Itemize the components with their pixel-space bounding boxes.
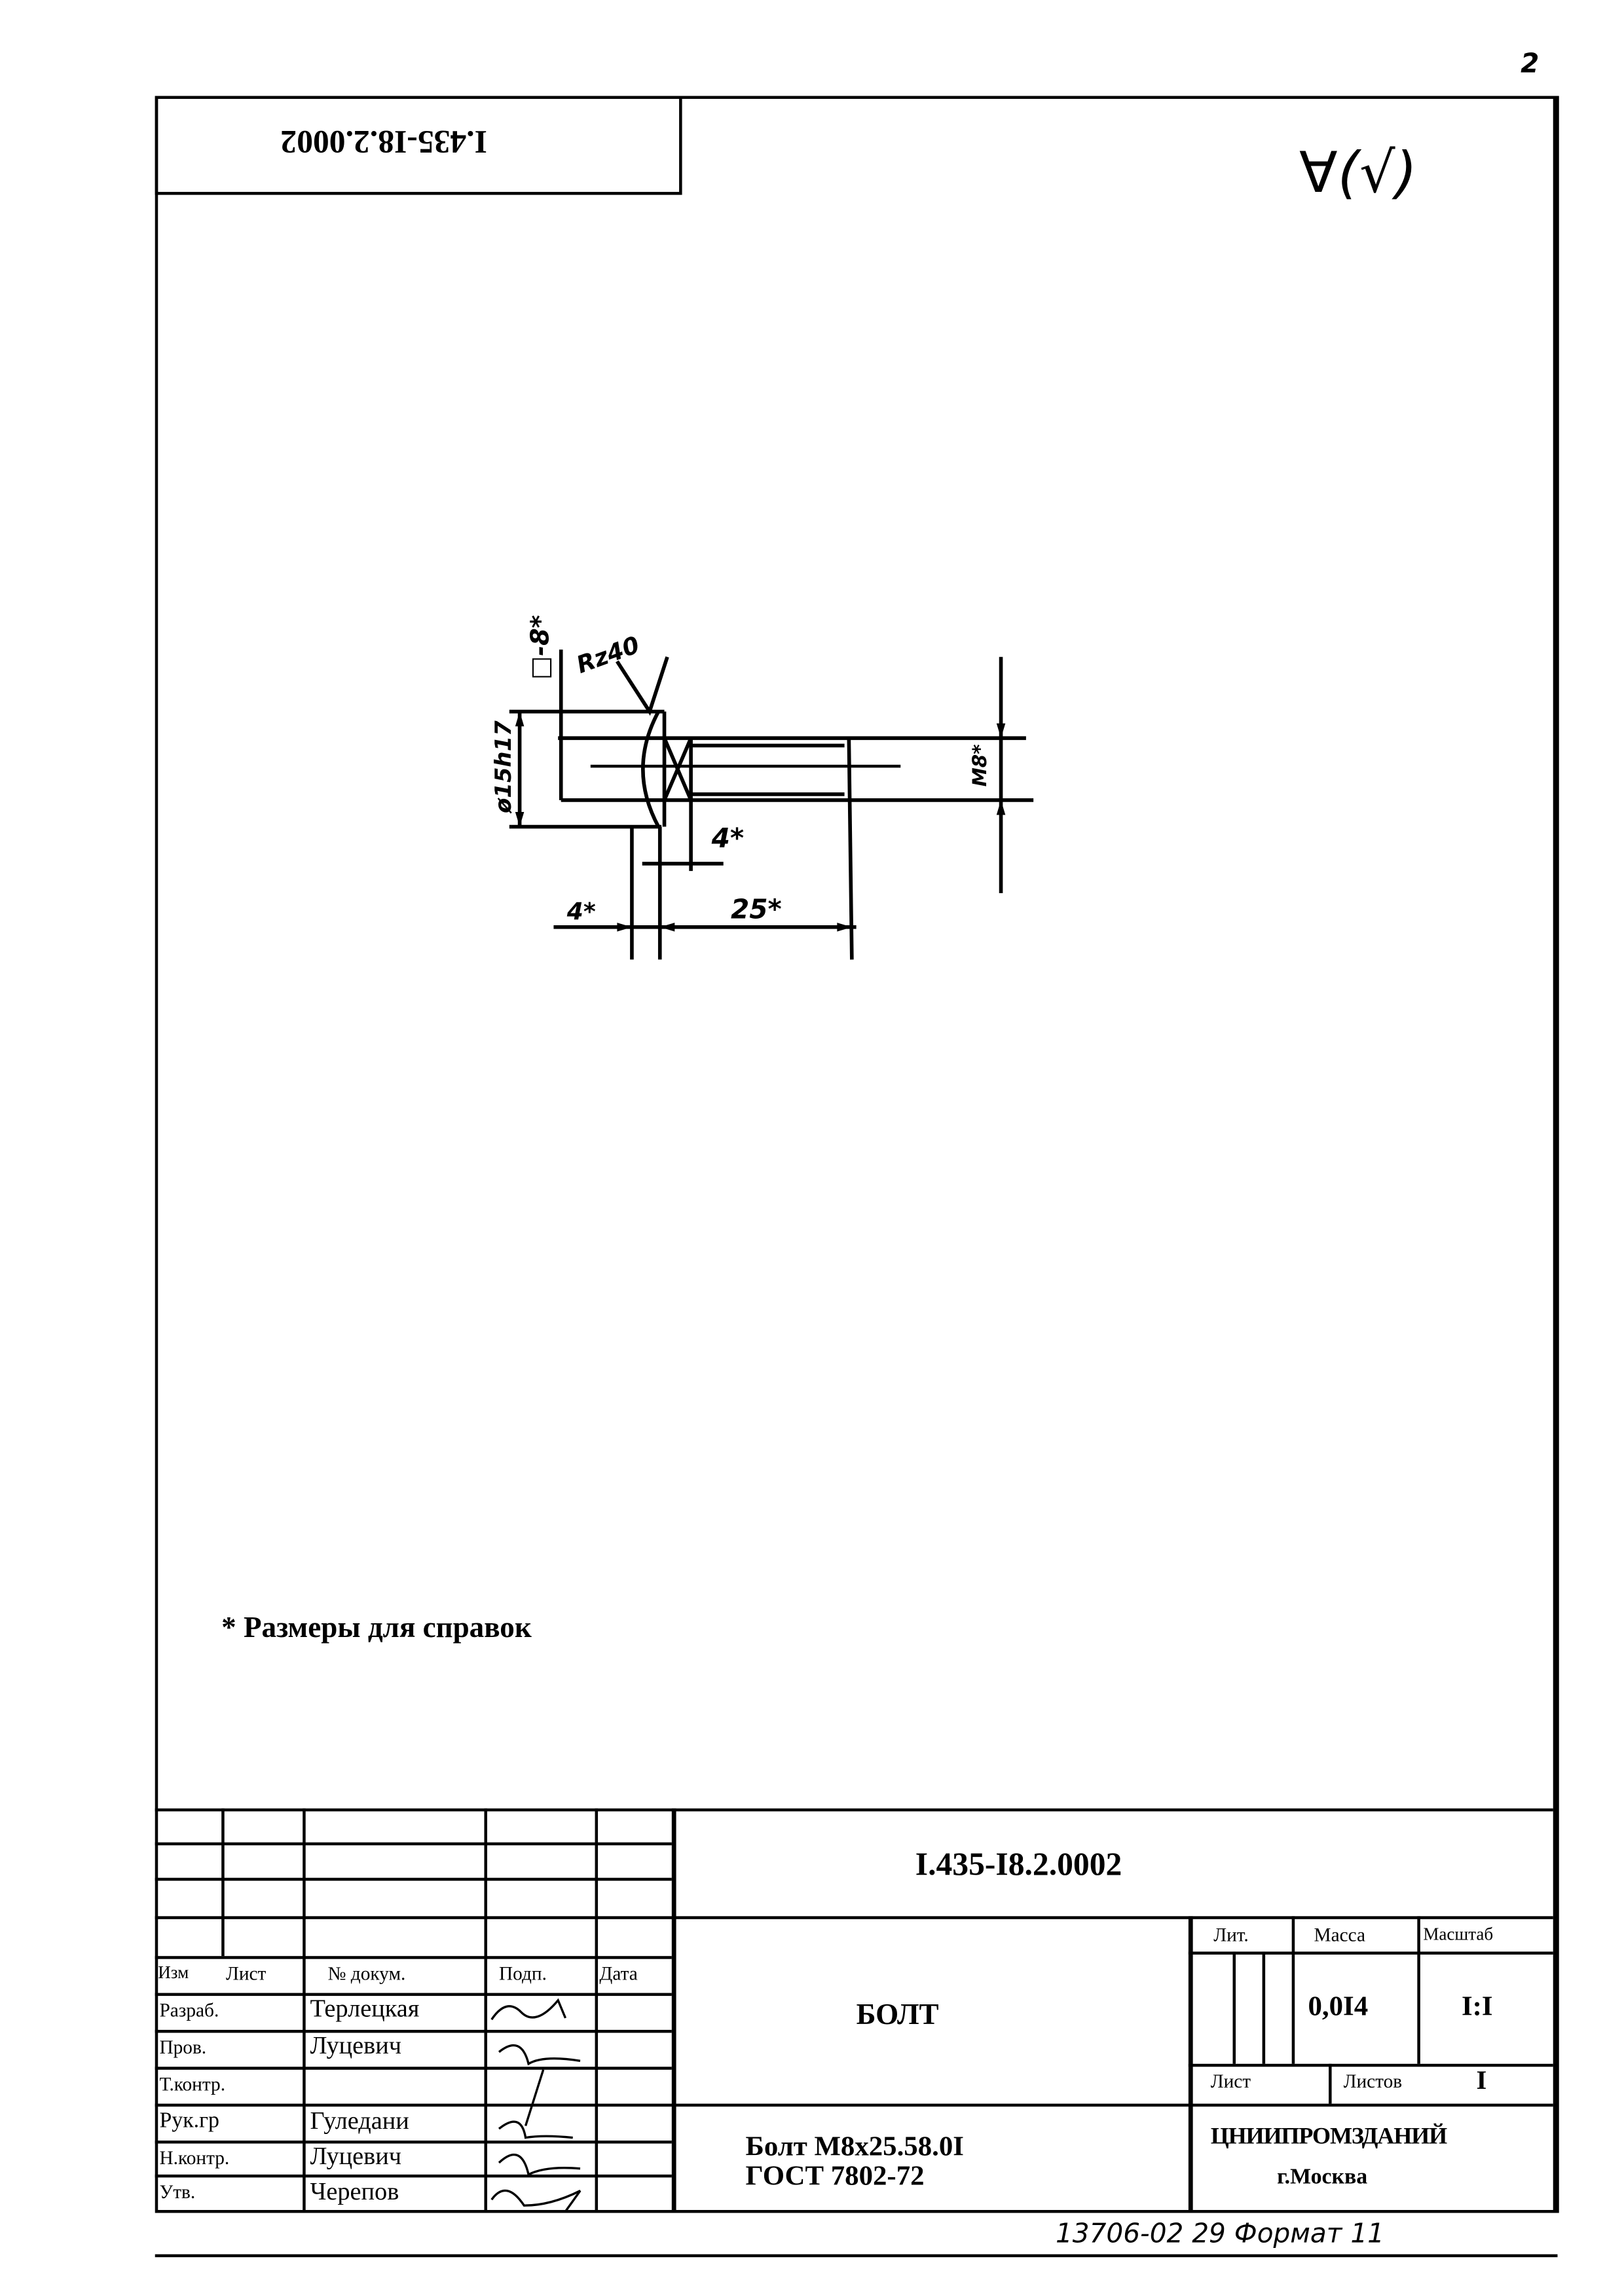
header-doc-no: № докум. — [327, 1962, 406, 1985]
signature-group-lead — [498, 2120, 573, 2139]
role-checker: Пров. — [159, 2035, 207, 2058]
signature-developer — [490, 1998, 567, 2021]
tb-line — [155, 2141, 672, 2143]
arrow — [659, 923, 675, 932]
tb-line — [1329, 2063, 1332, 2104]
lit-label: Лит. — [1213, 1923, 1249, 1946]
dim-length: 25* — [730, 894, 782, 926]
tb-line — [155, 1993, 672, 1995]
arrow — [515, 711, 525, 727]
page-number: 2 — [1521, 48, 1540, 80]
dim-head-square: □-8* — [526, 615, 556, 680]
tb-line — [155, 1956, 672, 1959]
scale-value: I:I — [1461, 1991, 1493, 2023]
name-norm-control: Луцевич — [310, 2142, 402, 2171]
dim-head-diameter: ø15h17 — [490, 720, 517, 813]
dim-head-height: 4* — [566, 897, 596, 926]
drawing-frame — [155, 96, 1559, 2213]
name-developer: Терлецкая — [310, 1994, 420, 2023]
scale-label: Масштаб — [1423, 1924, 1494, 1943]
tb-line — [484, 1808, 487, 2210]
tb-line — [303, 1808, 306, 2210]
header-date: Дата — [599, 1962, 638, 1985]
signature-norm-control — [498, 2154, 581, 2177]
name-checker: Луцевич — [310, 2031, 402, 2060]
top-stamp-box — [155, 96, 682, 195]
doc-code: I.435-I8.2.0002 — [915, 1845, 1122, 1883]
arrow — [837, 923, 852, 932]
role-norm-control: Н.контр. — [159, 2146, 230, 2169]
cross-2 — [662, 737, 693, 801]
bottom-trim-line — [155, 2254, 1558, 2257]
arrow — [996, 800, 1006, 815]
tb-line — [1291, 1916, 1295, 2064]
signature-tech-control — [524, 2069, 545, 2126]
tb-line — [155, 2029, 672, 2033]
arrow — [617, 923, 632, 932]
material-line-2: ГОСТ 7802-72 — [745, 2161, 925, 2192]
head-crown-arc — [641, 710, 660, 828]
header-list: Лист — [225, 1962, 267, 1985]
tb-line — [155, 1877, 672, 1881]
header-sign: Подп. — [499, 1962, 547, 1985]
tb-line — [155, 2067, 672, 2069]
header-izm: Изм — [158, 1962, 189, 1983]
city: г.Москва — [1277, 2165, 1368, 2190]
tb-line — [155, 2174, 672, 2177]
dim-thread: M8* — [969, 744, 992, 787]
tb-line — [155, 1916, 1553, 1919]
name-group-lead: Гуледани — [310, 2107, 409, 2135]
tb-line — [671, 1808, 676, 2210]
tb-line — [1188, 1916, 1192, 2210]
roughness-symbol — [616, 656, 669, 716]
name-approved: Черепов — [310, 2177, 399, 2206]
tb-line — [1262, 1951, 1264, 2064]
signature-approved — [490, 2189, 581, 2213]
tb-line — [155, 1808, 1553, 1812]
tb-line — [1417, 1916, 1420, 2064]
tb-line — [1188, 2063, 1553, 2067]
sheet-label: Лист — [1210, 2069, 1251, 2092]
dim-chamfer: 4* — [711, 824, 745, 855]
arrow — [515, 811, 525, 827]
role-approved: Утв. — [159, 2180, 196, 2203]
arrow — [996, 723, 1006, 739]
tb-line — [155, 1842, 672, 1845]
role-tech-control: Т.контр. — [159, 2072, 226, 2095]
tb-line — [221, 1808, 225, 1957]
organization: ЦНИИПРОМЗДАНИЙ — [1210, 2124, 1447, 2150]
shank-end — [847, 738, 854, 960]
tb-line — [1232, 1951, 1235, 2064]
sheets-label: Листов — [1343, 2069, 1403, 2092]
role-developer: Разраб. — [159, 1998, 219, 2021]
tb-line — [595, 1808, 599, 2210]
mass-value: 0,0I4 — [1308, 1991, 1369, 2023]
reference-note: * Размеры для справок — [221, 1611, 532, 1645]
signature-checker — [498, 2044, 581, 2066]
signatures — [490, 1998, 581, 2213]
mass-label: Масса — [1314, 1923, 1365, 1946]
footer-inventory: 13706-02 29 Формат 11 — [1055, 2218, 1384, 2250]
sheets-value: I — [1476, 2065, 1487, 2095]
roughness-mark: ∀(√) — [1299, 140, 1418, 206]
tb-line — [155, 2103, 1553, 2107]
item-name: БОЛТ — [856, 1998, 939, 2032]
tb-line — [1188, 1951, 1553, 1954]
role-group-lead: Рук.гр — [159, 2109, 219, 2133]
material-line-1: Болт М8х25.58.0I — [745, 2131, 964, 2163]
